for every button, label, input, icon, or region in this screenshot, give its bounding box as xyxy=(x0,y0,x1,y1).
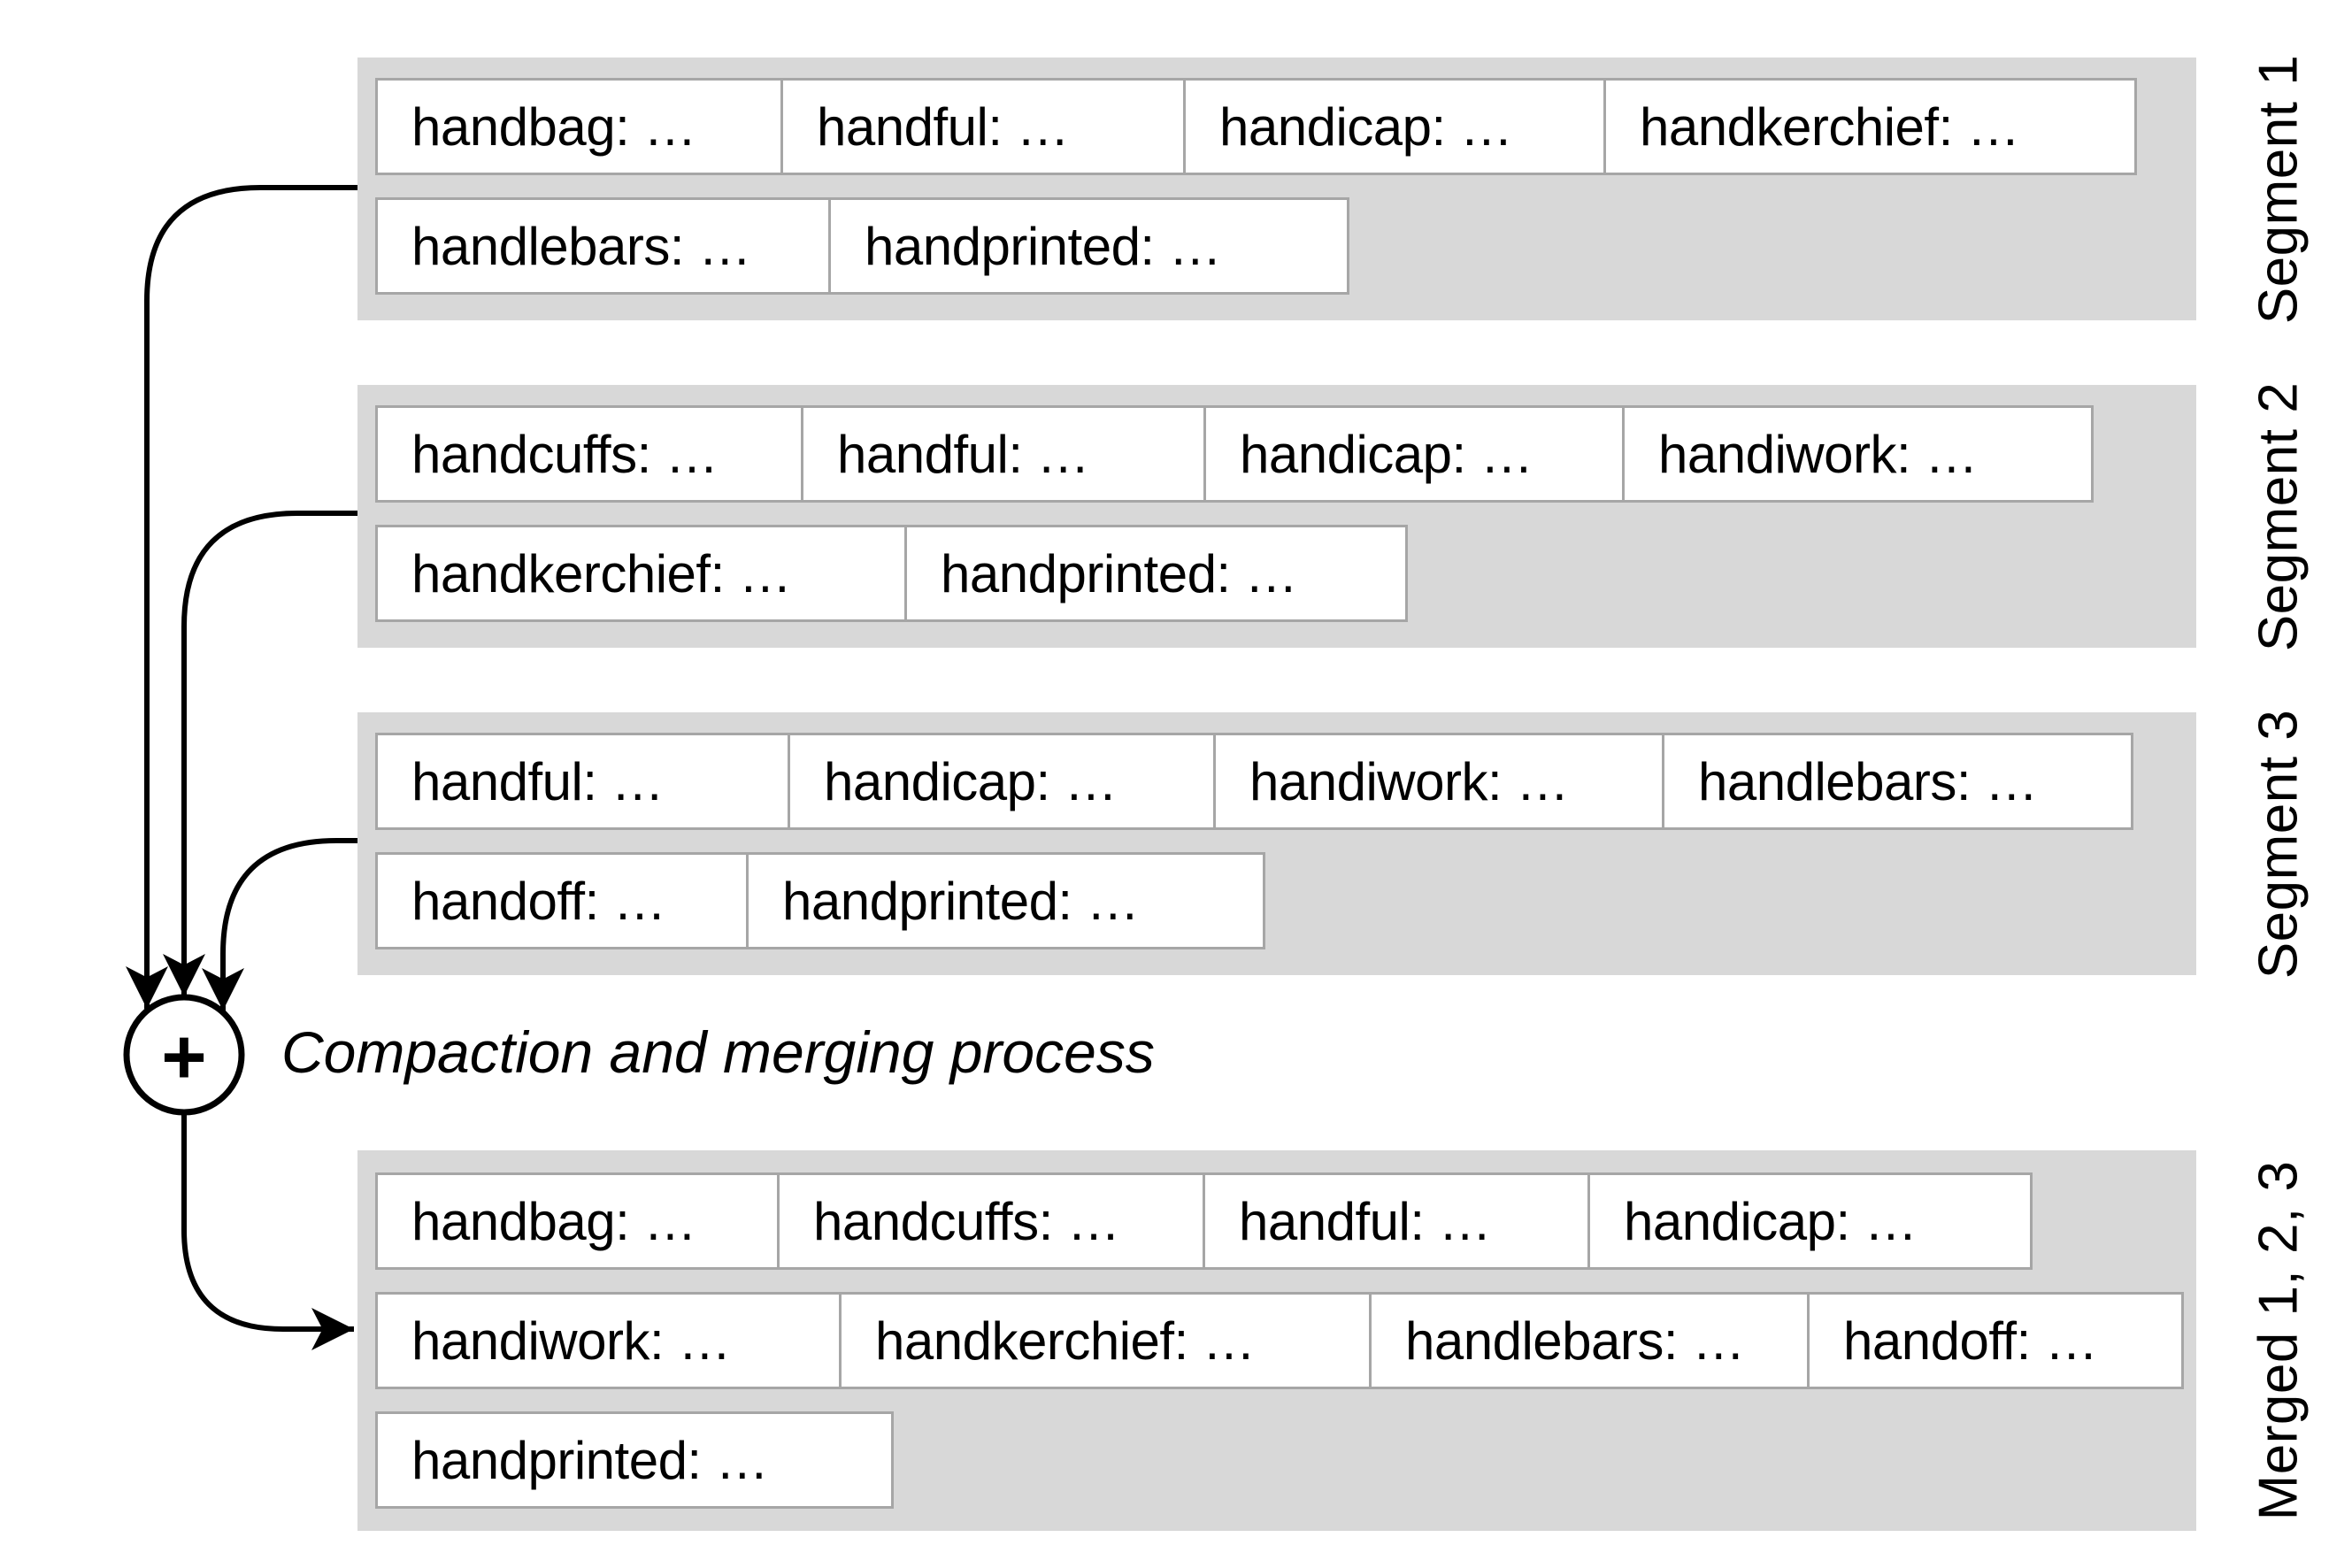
segment-1-label: Segment 1 xyxy=(2248,54,2310,324)
process-caption: Compaction and merging process xyxy=(281,1018,1155,1085)
term-label: handcuffs: … xyxy=(813,1191,1120,1251)
term-row: handkerchief: … handprinted: … xyxy=(375,525,1408,622)
segment-1-panel: handbag: … handful: … handicap: … handkerch… xyxy=(357,58,2196,320)
merged-panel: handbag: … handcuffs: … handful: … handicap… xyxy=(357,1150,2196,1531)
term-label: handoff: … xyxy=(1843,1311,2098,1371)
term-label: handbag: … xyxy=(411,1191,696,1251)
term-label: handprinted: … xyxy=(865,216,1222,276)
term-label: handkerchief: … xyxy=(875,1311,1256,1371)
term-label: handprinted: … xyxy=(941,543,1298,603)
term-row: handful: … handicap: … handiwork: … handleb… xyxy=(375,733,2133,830)
term-box: handlebars: … xyxy=(375,197,831,295)
term-box: handiwork: … xyxy=(1213,733,1664,830)
term-box: handlebars: … xyxy=(1662,733,2133,830)
term-box: handprinted: … xyxy=(375,1411,894,1509)
term-label: handiwork: … xyxy=(411,1311,731,1371)
term-box: handlebars: … xyxy=(1369,1292,1810,1389)
term-label: handoff: … xyxy=(411,871,666,931)
term-row: handlebars: … handprinted: … xyxy=(375,197,1349,295)
term-label: handbag: … xyxy=(411,96,696,157)
term-label: handicap: … xyxy=(1219,96,1513,157)
term-label: handiwork: … xyxy=(1658,424,1978,484)
term-label: handful: … xyxy=(837,424,1090,484)
term-row: handbag: … handful: … handicap: … handkerch… xyxy=(375,78,2137,175)
term-row: handprinted: … xyxy=(375,1411,894,1509)
term-box: handcuffs: … xyxy=(777,1172,1205,1270)
term-label: handicap: … xyxy=(1624,1191,1918,1251)
term-box: handicap: … xyxy=(788,733,1216,830)
term-box: handbag: … xyxy=(375,78,783,175)
term-row: handoff: … handprinted: … xyxy=(375,852,1265,949)
term-label: handcuffs: … xyxy=(411,424,719,484)
term-label: handlebars: … xyxy=(1405,1311,1745,1371)
term-label: handicap: … xyxy=(824,751,1118,811)
term-box: handprinted: … xyxy=(828,197,1349,295)
term-box: handful: … xyxy=(780,78,1186,175)
term-row: handbag: … handcuffs: … handful: … handicap… xyxy=(375,1172,2033,1270)
term-box: handprinted: … xyxy=(746,852,1265,949)
term-row: handiwork: … handkerchief: … handlebars: …… xyxy=(375,1292,2184,1389)
term-box: handoff: … xyxy=(375,852,749,949)
term-box: handkerchief: … xyxy=(375,525,907,622)
plus-icon: + xyxy=(161,1013,206,1101)
term-box: handprinted: … xyxy=(904,525,1408,622)
term-label: handprinted: … xyxy=(782,871,1140,931)
term-label: handful: … xyxy=(1239,1191,1492,1251)
arrow-segment-1-to-merge-node xyxy=(126,185,357,1009)
term-label: handkerchief: … xyxy=(1640,96,2020,157)
merge-node-circle xyxy=(123,994,245,1116)
term-row: handcuffs: … handful: … handicap: … handiwo… xyxy=(375,405,2094,503)
term-box: handicap: … xyxy=(1203,405,1625,503)
term-label: handiwork: … xyxy=(1249,751,1569,811)
term-label: handlebars: … xyxy=(1698,751,2038,811)
term-box: handiwork: … xyxy=(1622,405,2094,503)
term-box: handful: … xyxy=(801,405,1206,503)
term-box: handkerchief: … xyxy=(839,1292,1372,1389)
segment-3-panel: handful: … handicap: … handiwork: … handleb… xyxy=(357,712,2196,975)
segment-2-panel: handcuffs: … handful: … handicap: … handiwo… xyxy=(357,385,2196,648)
arrow-segment-3-to-merge-node xyxy=(202,838,357,1011)
term-label: handful: … xyxy=(411,751,665,811)
term-box: handbag: … xyxy=(375,1172,780,1270)
term-label: handkerchief: … xyxy=(411,543,792,603)
term-box: handful: … xyxy=(1203,1172,1590,1270)
term-label: handlebars: … xyxy=(411,216,751,276)
term-box: handiwork: … xyxy=(375,1292,842,1389)
arrow-segment-2-to-merge-node xyxy=(163,511,357,996)
merged-label: Merged 1, 2, 3 xyxy=(2248,1160,2310,1521)
term-box: handicap: … xyxy=(1183,78,1606,175)
term-label: handicap: … xyxy=(1240,424,1533,484)
term-box: handoff: … xyxy=(1807,1292,2184,1389)
term-box: handicap: … xyxy=(1587,1172,2033,1270)
segment-3-label: Segment 3 xyxy=(2248,709,2310,979)
term-label: handprinted: … xyxy=(411,1430,769,1490)
segment-2-label: Segment 2 xyxy=(2248,381,2310,651)
term-box: handkerchief: … xyxy=(1603,78,2137,175)
arrow-merge-node-to-merged-panel xyxy=(181,1113,354,1350)
term-box: handcuffs: … xyxy=(375,405,803,503)
term-label: handful: … xyxy=(817,96,1070,157)
term-box: handful: … xyxy=(375,733,790,830)
